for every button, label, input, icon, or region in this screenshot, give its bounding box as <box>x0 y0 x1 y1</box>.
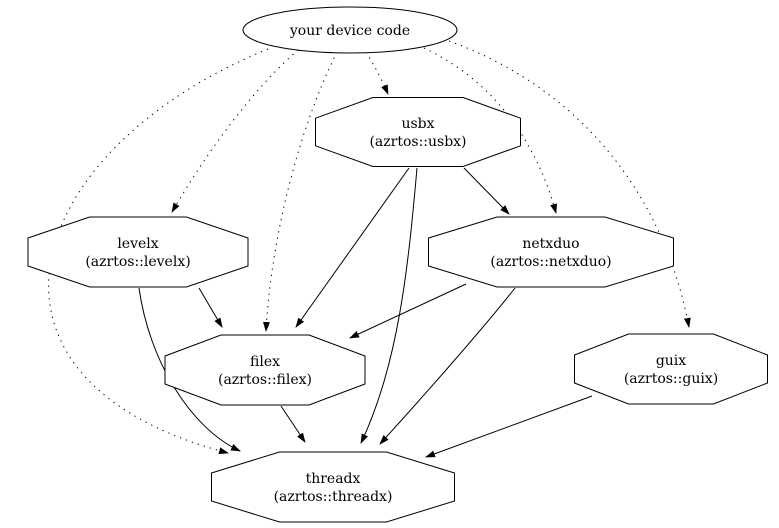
netxduo-octagon-shape <box>428 216 674 288</box>
edge-filex-threadx <box>280 405 306 443</box>
filex-label: filex(azrtos::filex) <box>218 354 312 388</box>
nodes-layer: your device codeusbx(azrtos::usbx)levelx… <box>27 6 768 523</box>
node-device: your device code <box>242 6 458 54</box>
edge-device-levelx <box>171 45 304 213</box>
threadx-label: threadx(azrtos::threadx) <box>274 471 393 505</box>
edge-guix-threadx <box>425 395 593 458</box>
edge-device-usbx <box>365 51 389 95</box>
node-threadx: threadx(azrtos::threadx) <box>211 451 455 523</box>
node-filex: filex(azrtos::filex) <box>164 334 366 406</box>
guix-label: guix(azrtos::guix) <box>624 353 718 387</box>
edge-usbx-filex <box>295 167 410 328</box>
device-ellipse-shape <box>242 6 458 54</box>
edges-layer <box>48 40 691 458</box>
guix-octagon-shape <box>574 333 768 405</box>
edge-usbx-threadx <box>360 167 418 444</box>
node-usbx: usbx(azrtos::usbx) <box>315 97 521 167</box>
edge-usbx-netxduo <box>463 167 510 215</box>
device-label: your device code <box>289 23 410 39</box>
edge-device-filex <box>263 51 338 332</box>
netxduo-label: netxduo(azrtos::netxduo) <box>490 236 611 270</box>
filex-octagon-shape <box>164 334 366 406</box>
edge-levelx-filex <box>198 287 223 328</box>
node-netxduo: netxduo(azrtos::netxduo) <box>428 216 674 288</box>
edge-device-guix <box>448 40 691 328</box>
node-guix: guix(azrtos::guix) <box>574 333 768 405</box>
threadx-octagon-shape <box>211 451 455 523</box>
edge-device-netxduo <box>423 47 557 214</box>
levelx-label: levelx(azrtos::levelx) <box>85 236 190 270</box>
node-levelx: levelx(azrtos::levelx) <box>27 216 249 288</box>
usbx-octagon-shape <box>315 97 521 167</box>
levelx-octagon-shape <box>27 216 249 288</box>
usbx-label: usbx(azrtos::usbx) <box>369 116 466 150</box>
edge-netxduo-threadx <box>379 287 516 445</box>
edge-netxduo-filex <box>349 283 467 339</box>
